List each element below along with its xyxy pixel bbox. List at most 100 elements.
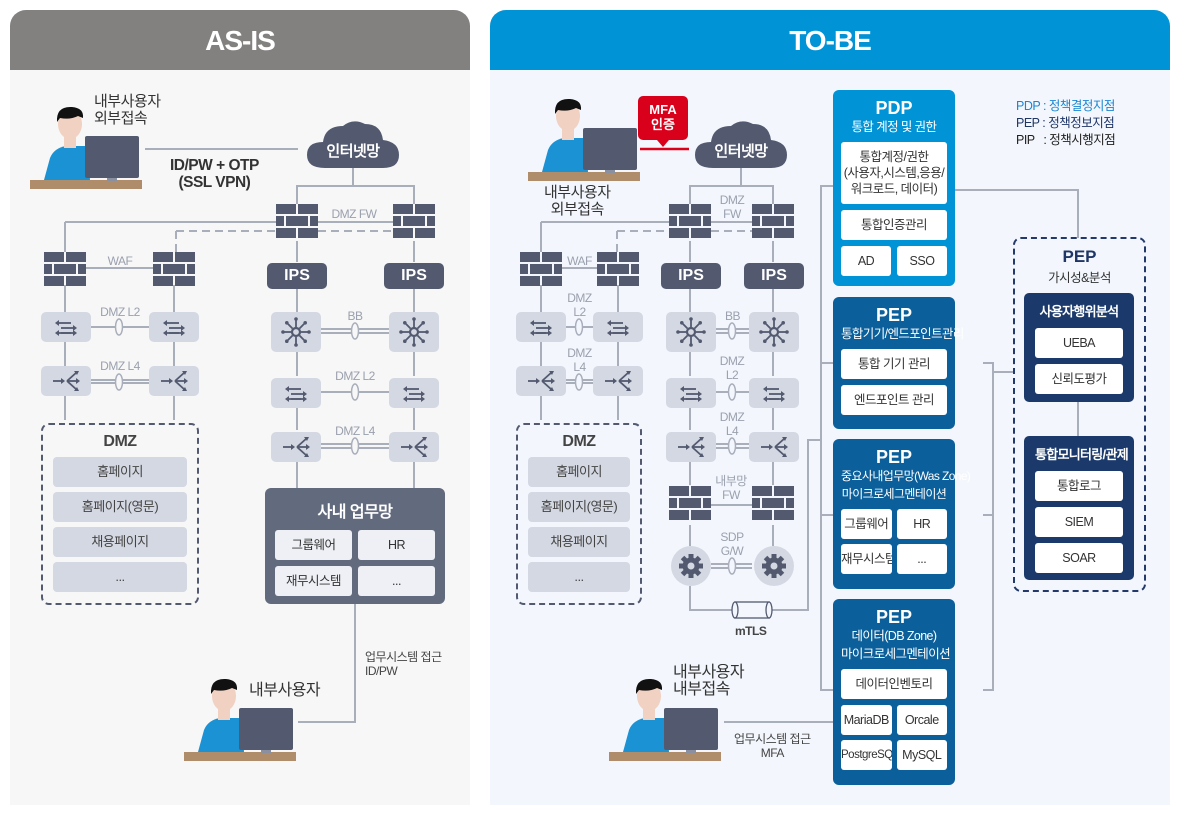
l2-switch-icon xyxy=(607,320,629,336)
tobe-internet-label: 인터넷망 xyxy=(714,143,768,160)
pdp-ad-cell: AD xyxy=(841,246,891,276)
monitoring-box: 통합모니터링/관제 통합로그 SIEM SOAR xyxy=(1024,436,1134,580)
tobe-dmz-l2b-line2: L2 xyxy=(725,368,739,382)
tobe-bb-right xyxy=(749,312,799,352)
tobe-dmz-fw-label: DMZ FW xyxy=(712,193,752,221)
asis-internal-access-line1: 업무시스템 접근 xyxy=(365,650,442,664)
pep-was-subtitle2: 마이크로세그멘테이션 xyxy=(841,487,947,501)
asis-vpn-label: ID/PW + OTP (SSL VPN) xyxy=(170,157,259,191)
tobe-dmz-l4b-right xyxy=(749,432,799,462)
l4-switch-icon xyxy=(678,437,705,457)
asis-dmz-fw-left xyxy=(276,204,318,238)
tobe-dmz-l4-left xyxy=(516,366,566,396)
pdp-account-line3: 워크로드, 데이터) xyxy=(850,182,938,196)
tobe-dmz-l4b-left xyxy=(666,432,716,462)
pdp-account-line2: (사용자,시스템,응용/ xyxy=(843,166,945,180)
tobe-dmz-l2-line1: DMZ xyxy=(567,291,592,305)
tobe-waf-label: WAF xyxy=(567,254,592,268)
tobe-internal-access-line2: MFA xyxy=(760,746,785,760)
pep-db-box: PEP 데이터(DB Zone) 마이크로세그멘테이션 데이터인벤토리 Mari… xyxy=(833,599,955,785)
tobe-sdp-gw-left xyxy=(671,546,711,586)
pdp-title: PDP xyxy=(875,98,913,118)
tobe-dmz-l2-right xyxy=(593,312,643,342)
tobe-dmz-item: ... xyxy=(528,562,630,592)
tobe-dmz-l2b-line1: DMZ xyxy=(719,354,745,368)
asis-dmz-l4b-right xyxy=(389,432,439,462)
asis-dmz-l2b-label: DMZ L2 xyxy=(335,369,375,383)
firewall-icon xyxy=(44,252,86,286)
asis-remote-user-line1: 내부사용자 xyxy=(94,93,161,110)
l4-switch-icon xyxy=(161,371,188,391)
asis-biz-network: 사내 업무망 그룹웨어 HR 재무시스템 ... xyxy=(265,488,445,604)
pep-was-item: ... xyxy=(896,544,947,574)
pep-db-title: PEP xyxy=(875,607,913,627)
asis-dmz-l4-label: DMZ L4 xyxy=(100,359,140,373)
asis-waf-label: WAF xyxy=(107,254,133,268)
tobe-sdp-line2: G/W xyxy=(720,544,744,558)
l4-switch-icon xyxy=(283,437,310,457)
tobe-waf-left xyxy=(520,252,562,286)
firewall-icon xyxy=(393,204,435,238)
legend: PDP : 정책결정지점 PEP : 정책정보지점 PIP : 정책시행지점 xyxy=(1016,98,1116,149)
pep-db-subtitle2: 마이크로세그멘테이션 xyxy=(841,647,951,661)
l4-switch-icon xyxy=(53,371,80,391)
tobe-internal-fw-right xyxy=(752,486,794,520)
legend-pip: PIP : 정책시행지점 xyxy=(1016,133,1116,147)
pep-visibility-box: PEP 가시성&분석 xyxy=(1013,237,1146,592)
tobe-waf-right xyxy=(597,252,639,286)
asis-ips-right: IPS xyxy=(384,263,444,289)
legend-pdp: PDP : 정책결정지점 xyxy=(1016,99,1115,113)
monitoring-item: SIEM xyxy=(1035,507,1123,537)
asis-remote-user-icon xyxy=(30,104,142,190)
pep-db-subtitle1: 데이터(DB Zone) xyxy=(851,629,938,643)
pep-db-item: Orcale xyxy=(896,705,947,735)
asis-bb-right xyxy=(389,312,439,352)
gear-icon xyxy=(679,554,703,578)
legend-pep: PEP : 정책정보지점 xyxy=(1016,116,1115,130)
pdp-sso-cell: SSO xyxy=(897,246,947,276)
tobe-dmz-item: 홈페이지(영문) xyxy=(528,492,630,522)
asis-internal-user-label: 내부사용자 xyxy=(249,682,321,699)
l2-switch-icon xyxy=(403,386,425,402)
asis-remote-user-label: 내부사용자 외부접속 xyxy=(94,93,161,127)
tobe-dmz-l2b-left xyxy=(666,378,716,408)
pep-was-title: PEP xyxy=(875,447,913,467)
tobe-dmz-l4b-line2: L4 xyxy=(725,424,739,438)
tobe-dmz-l4b-line1: DMZ xyxy=(719,410,745,424)
tobe-dmz-fw-right xyxy=(752,204,794,238)
pep-visibility-subtitle: 가시성&분석 xyxy=(1048,271,1111,285)
firewall-icon xyxy=(752,204,794,238)
tobe-internal-fw-line2: FW xyxy=(722,488,740,502)
asis-bb-label: BB xyxy=(347,309,363,323)
tobe-internal-fw-label: 내부망 FW xyxy=(708,474,754,502)
asis-dmz-l2b-left xyxy=(271,378,321,408)
l4-switch-icon xyxy=(761,437,788,457)
asis-dmz-l4-left xyxy=(41,366,91,396)
tobe-dmz-fw-line2: FW xyxy=(723,207,741,221)
gear-icon xyxy=(762,554,786,578)
asis-internet-cloud: 인터넷망 xyxy=(305,118,401,170)
tobe-remote-user-line2: 외부접속 xyxy=(550,201,605,218)
asis-dmz-item: ... xyxy=(53,562,187,592)
firewall-icon xyxy=(669,486,711,520)
l4-switch-icon xyxy=(528,371,555,391)
tobe-internal-fw-line1: 내부망 xyxy=(715,474,747,488)
asis-ips-left: IPS xyxy=(267,263,327,289)
tobe-remote-user-line1: 내부사용자 xyxy=(544,184,611,201)
pdp-auth-cell: 통합인증관리 xyxy=(841,210,947,240)
pep-device-title: PEP xyxy=(875,305,913,325)
cloud-icon xyxy=(307,121,399,168)
tobe-dmz-title: DMZ xyxy=(562,433,596,450)
tobe-header: TO-BE xyxy=(490,10,1170,70)
asis-dmz-l4b-left xyxy=(271,432,321,462)
mfa-badge: MFA 인증 xyxy=(638,96,688,147)
pep-was-subtitle1: 중요사내업무망(Was Zone) xyxy=(841,469,971,483)
backbone-switch-icon xyxy=(676,317,706,347)
l2-switch-icon xyxy=(55,320,77,336)
l2-switch-icon xyxy=(285,386,307,402)
pep-db-item: MariaDB xyxy=(841,705,892,735)
pdp-account-line1: 통합계정/권한 xyxy=(859,150,929,164)
pep-was-box: PEP 중요사내업무망(Was Zone) 마이크로세그멘테이션 그룹웨어 HR… xyxy=(833,439,971,589)
l4-switch-icon xyxy=(401,437,428,457)
asis-dmz-l2b-right xyxy=(389,378,439,408)
